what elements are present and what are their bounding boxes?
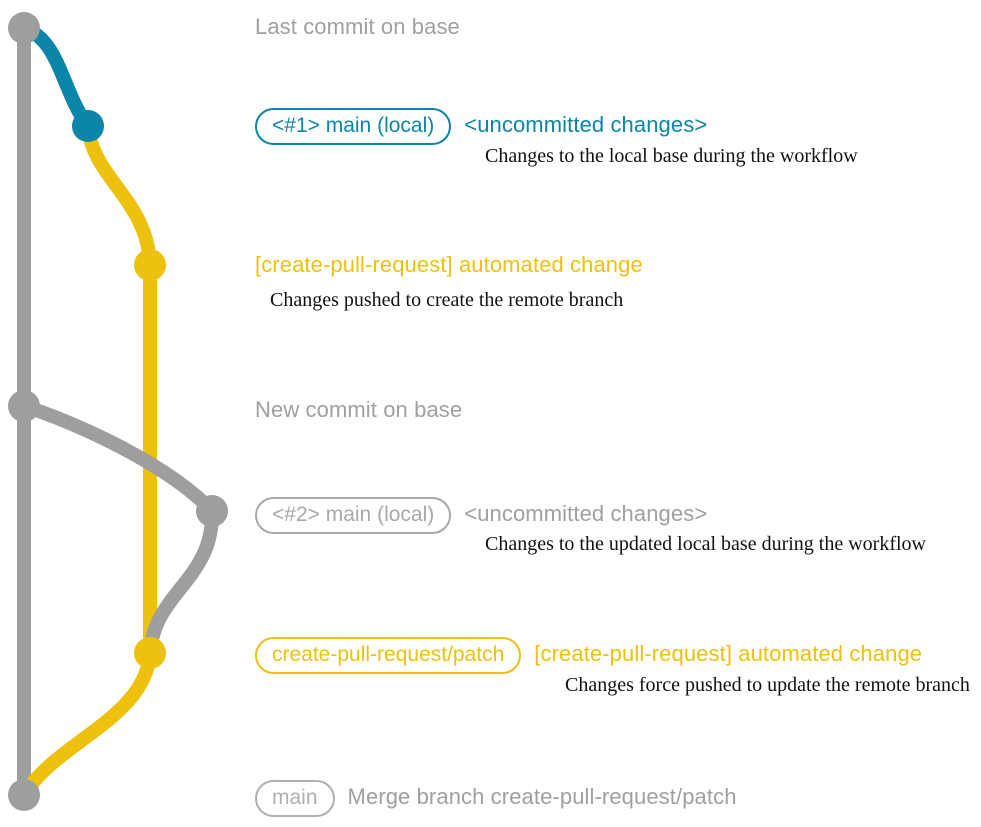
commit-note-local-main-2: Changes to the updated local base during… xyxy=(485,533,926,555)
node-local-commit-1[interactable] xyxy=(72,110,104,142)
commit-subject-automated-change-1: [create-pull-request] automated change xyxy=(255,252,643,277)
edge-patch2-to-merge xyxy=(17,646,157,802)
commit-note-local-main-1: Changes to the local base during the wor… xyxy=(485,145,858,167)
commit-row-last-commit-on-base: Last commit on base xyxy=(255,14,460,40)
node-patch-commit-1[interactable] xyxy=(134,249,166,281)
node-patch-commit-2[interactable] xyxy=(134,637,166,669)
commit-row-automated-change-2: create-pull-request/patch [create-pull-r… xyxy=(255,637,922,674)
node-base-new[interactable] xyxy=(8,390,40,422)
branch-badge-local-main-1[interactable]: <#1> main (local) xyxy=(255,108,452,145)
edge-basenew-to-local2 xyxy=(17,399,219,518)
commit-subject-local-main-1: <uncommitted changes> xyxy=(464,112,708,137)
commit-caption: New commit on base xyxy=(255,397,463,422)
node-local-commit-2[interactable] xyxy=(196,495,228,527)
node-base-head[interactable] xyxy=(8,12,40,44)
commit-row-automated-change-1: [create-pull-request] automated change xyxy=(255,252,643,278)
branch-badge-create-pull-request-patch[interactable]: create-pull-request/patch xyxy=(255,637,522,674)
commit-row-local-main-2: <#2> main (local) <uncommitted changes> xyxy=(255,497,707,534)
commit-subject-merge-commit: Merge branch create-pull-request/patch xyxy=(347,784,737,809)
commit-caption: Last commit on base xyxy=(255,14,460,39)
commit-note-automated-change-2: Changes force pushed to update the remot… xyxy=(565,674,970,696)
edge-local2-to-patch2 xyxy=(143,504,220,660)
commit-note-automated-change-1: Changes pushed to create the remote bran… xyxy=(270,289,624,311)
commit-subject-automated-change-2: [create-pull-request] automated change xyxy=(534,641,923,666)
node-merge[interactable] xyxy=(8,779,40,811)
branch-badge-main[interactable]: main xyxy=(255,780,335,817)
commit-row-local-main-1: <#1> main (local) <uncommitted changes> xyxy=(255,108,707,145)
commit-row-merge-commit: main Merge branch create-pull-request/pa… xyxy=(255,780,737,817)
edge-base-to-local1 xyxy=(17,21,95,133)
commit-row-new-commit-on-base: New commit on base xyxy=(255,397,462,423)
commit-subject-local-main-2: <uncommitted changes> xyxy=(464,501,708,526)
edge-local1-to-patch1 xyxy=(81,119,157,272)
branch-badge-local-main-2[interactable]: <#2> main (local) xyxy=(255,497,452,534)
